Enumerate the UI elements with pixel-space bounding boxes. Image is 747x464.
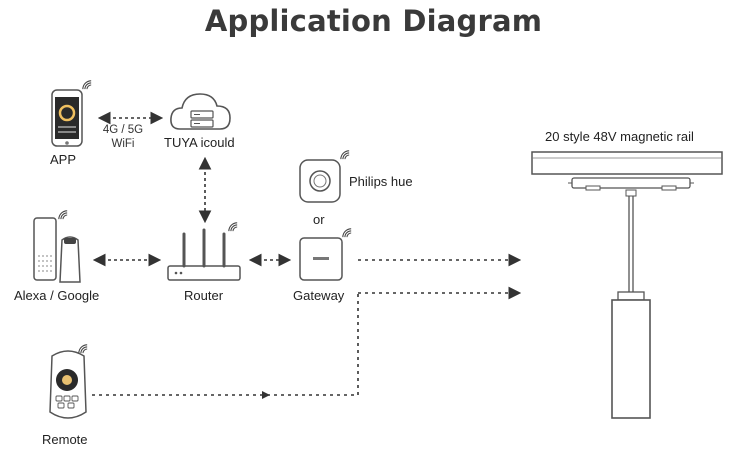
wifi-label: WiFi [111, 138, 135, 150]
connector-remote-lamp [92, 293, 359, 396]
hue-bridge-icon [299, 150, 350, 203]
router-icon [167, 222, 241, 281]
cloud-label: TUYA icould [164, 135, 235, 150]
cloud-icon [170, 93, 231, 130]
speaker-label: Alexa / Google [14, 288, 100, 303]
app-label: APP [50, 152, 77, 167]
network-label: 4G / 5G [102, 124, 144, 136]
remote-label: Remote [42, 432, 88, 447]
connector-remote-arrowhead [262, 391, 270, 399]
gateway-label: Gateway [293, 288, 345, 303]
phone-icon [51, 80, 92, 147]
page-title: Application Diagram [204, 4, 543, 38]
rail-label: 20 style 48V magnetic rail [545, 129, 694, 144]
router-label: Router [184, 288, 224, 303]
remote-icon [49, 344, 88, 419]
gateway-icon [299, 228, 352, 281]
magnetic-rail-icon [531, 151, 723, 191]
smart-speaker-icon [33, 210, 81, 283]
hue-label: Philips hue [349, 174, 413, 189]
or-label: or [313, 212, 325, 227]
pendant-lamp-icon [611, 189, 651, 419]
